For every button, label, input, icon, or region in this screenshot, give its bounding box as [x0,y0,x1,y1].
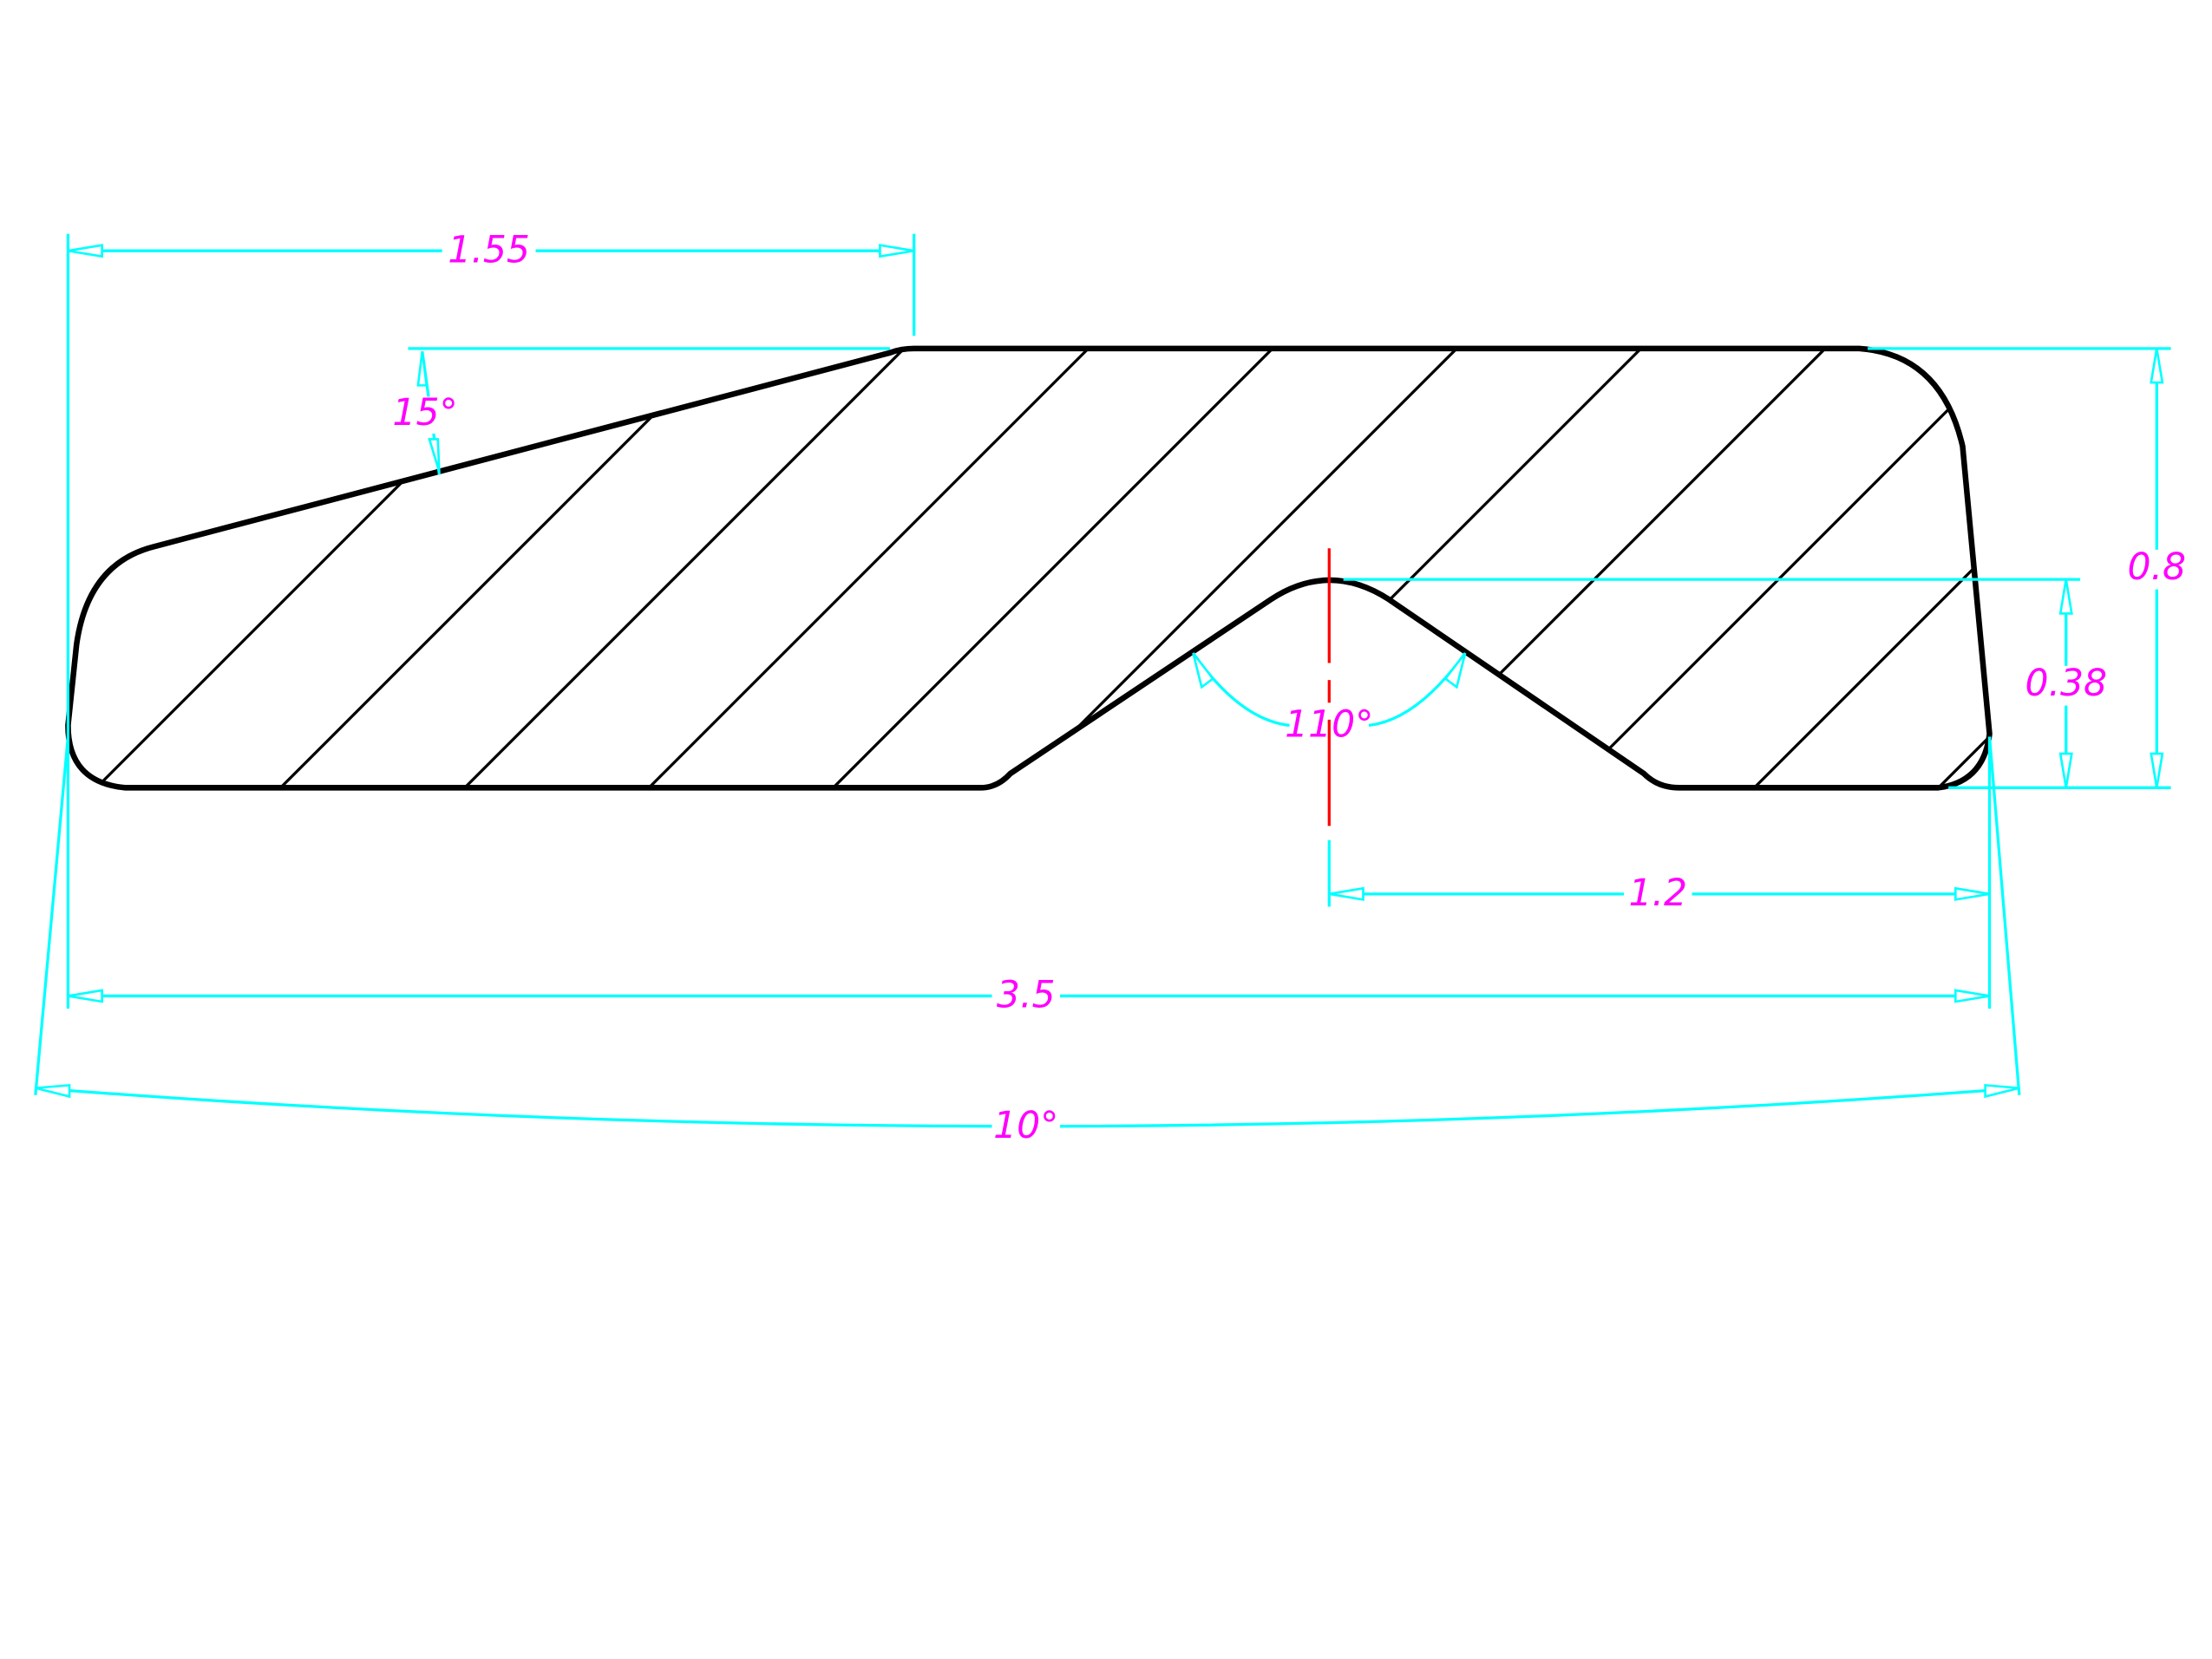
dimension-label: 110° [1285,704,1373,747]
dimension-total-height: 0.8 [2119,348,2194,788]
extension-lines [34,233,2171,1095]
hatch-line [217,348,787,788]
dimension-total-width: 3.5 [68,975,1990,1017]
dimension-groove-offset: 1.2 [1329,872,1990,915]
dimension-label: 1.2 [1629,872,1688,915]
dimension-groove-depth: 0.38 [2014,578,2117,788]
hatch-line [586,348,1155,788]
dimension-label: 0.8 [2128,546,2187,589]
dimension-top-offset: 1.55 [68,229,914,271]
hatch-line [953,348,1523,788]
dimension-label: 0.38 [2025,663,2107,705]
hatch-line [1322,348,1892,788]
part-profile-outline [65,345,1993,791]
hatch-line [769,348,1339,788]
dimension-chamfer-angle: 15° [390,350,460,475]
dimension-label: 15° [392,392,457,434]
dimension-label: 10° [993,1105,1058,1147]
hatch-line [1138,348,1707,788]
section-hatching [68,348,1990,788]
dimension-label: 1.55 [448,229,530,271]
hatch-line [68,348,602,788]
dimension-groove-angle: 110° [1192,652,1467,747]
hatch-line [1875,348,1990,788]
dimension-label: 3.5 [997,975,1056,1017]
dimension-draft-angle: 10° [35,1083,2020,1147]
hatch-line [401,348,971,788]
